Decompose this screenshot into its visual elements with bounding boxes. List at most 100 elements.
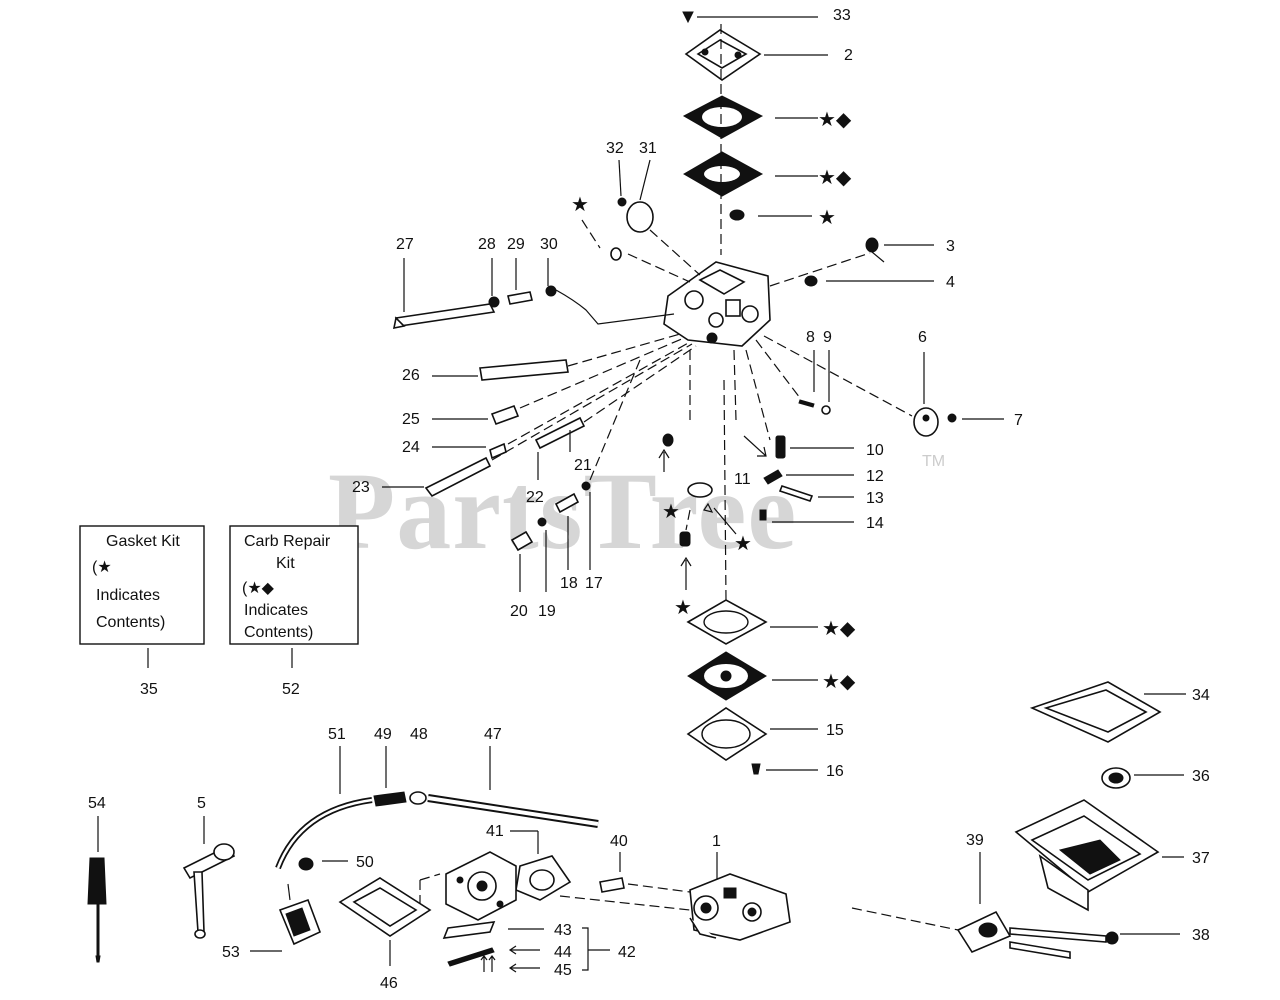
callout-21[interactable]: 21: [574, 457, 592, 474]
part-nut-30[interactable]: [545, 285, 557, 297]
part-cover-31[interactable]: [617, 197, 654, 233]
callout-27[interactable]: 27: [396, 236, 414, 253]
callout-4[interactable]: 4: [946, 274, 955, 291]
part-pump-body[interactable]: [445, 851, 517, 921]
part-cover-2[interactable]: [684, 29, 828, 81]
part-gasket-upper-b[interactable]: [683, 151, 818, 197]
callout-51[interactable]: 51: [328, 726, 346, 743]
part-screw-14[interactable]: [759, 509, 767, 521]
part-carburetor-1[interactable]: [689, 873, 791, 941]
callout-7[interactable]: 7: [1014, 412, 1023, 429]
part-fuel-filter-53[interactable]: [278, 883, 322, 946]
callout-50[interactable]: 50: [356, 854, 374, 871]
callout-6[interactable]: 6: [918, 329, 927, 346]
callout-9[interactable]: 9: [823, 329, 832, 346]
part-screw-33[interactable]: [682, 11, 818, 24]
part-fitting-49[interactable]: [373, 791, 427, 807]
callout-39[interactable]: 39: [966, 832, 984, 849]
callout-29[interactable]: 29: [507, 236, 525, 253]
callout-54[interactable]: 54: [88, 795, 106, 812]
part-needle-44[interactable]: [447, 947, 495, 967]
callout-22[interactable]: 22: [526, 489, 544, 506]
part-fuel-line-47[interactable]: [427, 794, 599, 828]
callout-2[interactable]: 2: [844, 47, 853, 64]
callout-48[interactable]: 48: [410, 726, 428, 743]
callout-49[interactable]: 49: [374, 726, 392, 743]
callout-42[interactable]: 42: [618, 944, 636, 961]
callout-43[interactable]: 43: [554, 922, 572, 939]
part-plug-4[interactable]: [804, 275, 934, 287]
part-screw-25[interactable]: [490, 404, 520, 426]
part-shaft-27[interactable]: [392, 303, 496, 330]
callout-24[interactable]: 24: [402, 439, 420, 456]
callout-32[interactable]: 32: [606, 140, 624, 157]
part-diaphragm-43[interactable]: [442, 921, 496, 939]
part-diaphragm-lower-b[interactable]: [687, 651, 818, 701]
callout-41[interactable]: 41: [486, 823, 504, 840]
callout-11[interactable]: 11: [734, 471, 751, 488]
part-valve-lower[interactable]: [679, 531, 691, 547]
callout-40[interactable]: 40: [610, 833, 628, 850]
callout-23[interactable]: 23: [352, 479, 370, 496]
callout-53[interactable]: 53: [222, 944, 240, 961]
part-cover-6[interactable]: [913, 407, 939, 437]
part-screw-16[interactable]: [751, 763, 818, 775]
callout-20[interactable]: 20: [510, 603, 528, 620]
part-bolt-38[interactable]: [1009, 927, 1180, 959]
callout-8[interactable]: 8: [806, 329, 815, 346]
part-spring-13[interactable]: [778, 485, 814, 502]
callout-15[interactable]: 15: [826, 722, 844, 739]
part-spring-18[interactable]: [554, 492, 580, 514]
part-gasket-46[interactable]: [338, 877, 432, 937]
part-bolt-40[interactable]: [599, 877, 625, 893]
callout-52[interactable]: 52: [282, 681, 300, 698]
callout-18[interactable]: 18: [560, 575, 578, 592]
part-screw-7[interactable]: [947, 413, 957, 423]
callout-12[interactable]: 12: [866, 468, 884, 485]
part-fuel-line-51[interactable]: [275, 797, 373, 870]
callout-13[interactable]: 13: [866, 490, 884, 507]
part-airbox-37[interactable]: [1014, 799, 1184, 912]
part-seal-small[interactable]: [662, 433, 674, 447]
part-gasket-15[interactable]: [686, 707, 818, 761]
part-grommet-36[interactable]: [1101, 767, 1184, 789]
part-washer-19[interactable]: [537, 517, 547, 527]
callout-34[interactable]: 34: [1192, 687, 1210, 704]
part-gasket-lower-a[interactable]: [686, 599, 818, 645]
callout-3[interactable]: 3: [946, 238, 955, 255]
callout-10[interactable]: 10: [866, 442, 884, 459]
part-spring-29[interactable]: [507, 291, 533, 305]
part-lever-12[interactable]: [763, 469, 783, 485]
callout-33[interactable]: 33: [833, 7, 851, 24]
part-lever-10[interactable]: [775, 435, 786, 459]
part-filter-34[interactable]: [1029, 681, 1186, 743]
callout-45[interactable]: 45: [554, 962, 572, 979]
callout-25[interactable]: 25: [402, 411, 420, 428]
callout-30[interactable]: 30: [540, 236, 558, 253]
part-plug-20[interactable]: [510, 530, 534, 552]
part-pump-cover-41[interactable]: [515, 855, 572, 901]
callout-35[interactable]: 35: [140, 681, 158, 698]
callout-1[interactable]: 1: [712, 833, 721, 850]
callout-26[interactable]: 26: [402, 367, 420, 384]
part-gasket-upper-a[interactable]: [682, 95, 818, 139]
callout-44[interactable]: 44: [554, 944, 572, 961]
callout-46[interactable]: 46: [380, 975, 398, 992]
callout-28[interactable]: 28: [478, 236, 496, 253]
callout-31[interactable]: 31: [639, 140, 657, 157]
callout-37[interactable]: 37: [1192, 850, 1210, 867]
part-adapter-39[interactable]: [956, 910, 1012, 953]
callout-19[interactable]: 19: [538, 603, 556, 620]
part-screwdriver-54[interactable]: [87, 857, 107, 963]
part-ball-9[interactable]: [821, 405, 831, 415]
part-screw-22[interactable]: [534, 416, 586, 450]
part-pin-8[interactable]: [798, 399, 815, 408]
callout-5[interactable]: 5: [197, 795, 206, 812]
part-ball-17[interactable]: [581, 481, 591, 491]
part-needle-23[interactable]: [424, 456, 492, 498]
callout-16[interactable]: 16: [826, 763, 844, 780]
callout-14[interactable]: 14: [866, 515, 884, 532]
part-carburetor-body[interactable]: [663, 261, 771, 347]
part-grommet-50[interactable]: [298, 857, 314, 871]
part-shaft-26[interactable]: [479, 359, 569, 381]
